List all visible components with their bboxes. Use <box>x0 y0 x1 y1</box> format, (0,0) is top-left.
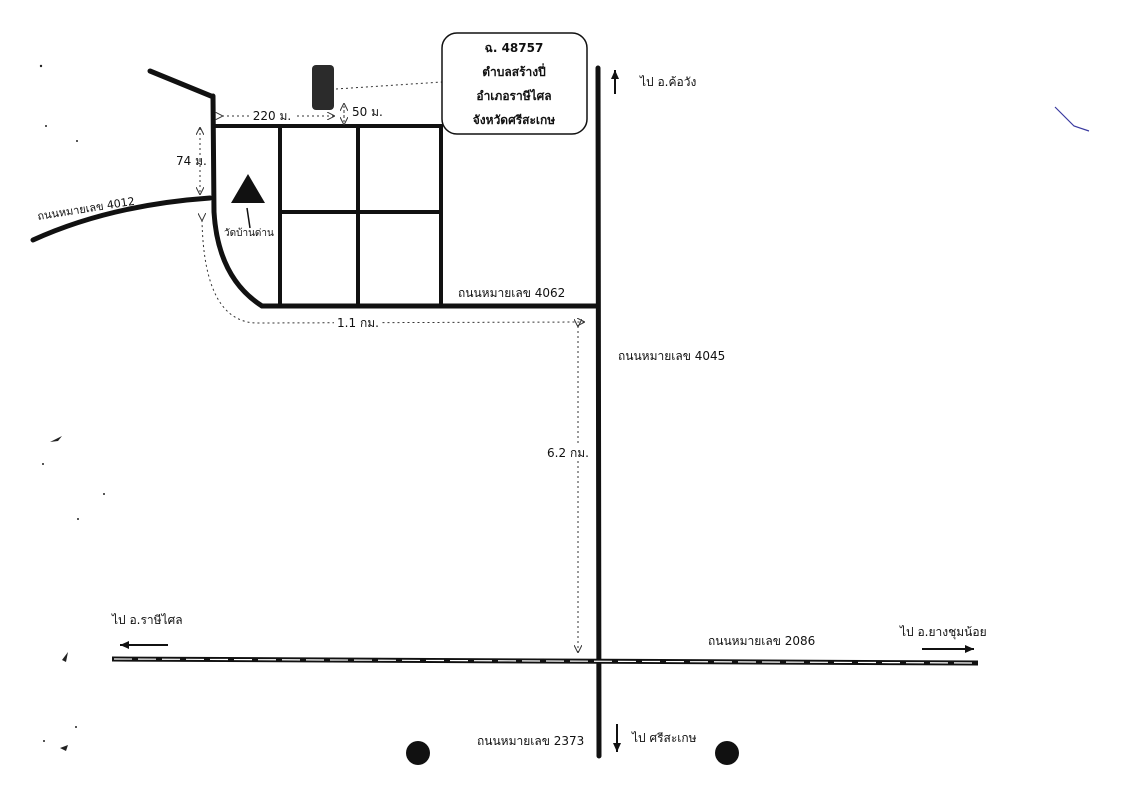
scan-specks <box>39 64 105 751</box>
dim-1-1-label: 1.1 กม. <box>337 316 379 330</box>
dim-1-1-route <box>202 220 584 323</box>
binder-hole-left <box>406 741 430 765</box>
dim-74-label: 74 ม. <box>176 154 207 168</box>
road-4062-label: ถนนหมายเลข 4062 <box>458 286 565 300</box>
binder-hole-right <box>715 741 739 765</box>
road-4045 <box>595 65 602 759</box>
temple-pointer <box>246 207 251 229</box>
direction-yang-chum-noi: ไป อ.ยางชุมน้อย <box>899 625 987 640</box>
parcel-district: อำเภอราษีไศล <box>476 88 551 103</box>
direction-kho-wang: ไป อ.ค้อวัง <box>639 75 696 89</box>
parcel-subdistrict: ตำบลสร้างปี่ <box>482 63 546 79</box>
road-northwest <box>147 68 214 99</box>
dim-6-2-label: 6.2 กม. <box>547 446 589 460</box>
parcel-leader-line <box>335 81 443 90</box>
direction-rasi-salai: ไป อ.ราษีไศล <box>111 613 183 627</box>
temple-icon <box>231 174 265 203</box>
scan-mark-right <box>1054 106 1090 132</box>
road-2086 <box>111 656 979 666</box>
road-4045-label: ถนนหมายเลข 4045 <box>618 349 725 363</box>
road-2373-label: ถนนหมายเลข 2373 <box>477 734 584 748</box>
parcel-province: จังหวัดศรีสะเกษ <box>473 113 556 127</box>
parcel-deed-no: ฉ. 48757 <box>485 41 544 55</box>
parcel-info-box: ฉ. 48757 ตำบลสร้างปี่ อำเภอราษีไศล จังหว… <box>441 32 588 135</box>
direction-si-sa-ket: ไป ศรีสะเกษ <box>631 731 697 745</box>
temple-label: วัดบ้านด่าน <box>224 227 274 239</box>
road-2086-label: ถนนหมายเลข 2086 <box>708 634 815 648</box>
road-4012 <box>30 195 213 243</box>
parcel-marker <box>312 65 334 110</box>
dim-220-label: 220 ม. <box>253 109 291 123</box>
dim-50-label: 50 ม. <box>352 105 383 119</box>
